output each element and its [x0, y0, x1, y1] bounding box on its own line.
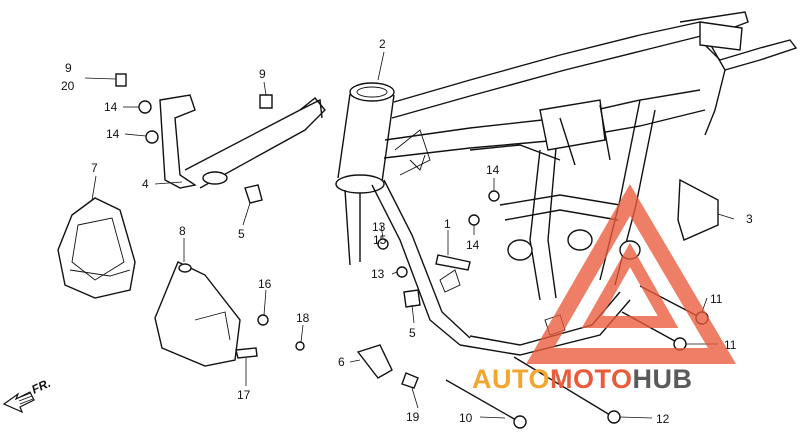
watermark-text-hub: HUB	[633, 364, 693, 394]
part-label-13: 13	[372, 220, 386, 234]
part-label-20: 20	[61, 79, 75, 93]
part-label-3: 3	[746, 212, 753, 226]
automotohub-watermark: AUTOMOTOHUB	[472, 184, 737, 394]
part-label-6: 6	[338, 355, 345, 369]
side-cover-part-7	[57, 197, 136, 299]
part-label-1: 1	[444, 217, 451, 231]
front-direction-indicator: FR.	[2, 376, 53, 414]
leader-lines	[84, 51, 735, 419]
part-label-14: 14	[104, 100, 118, 114]
part-label-12: 12	[656, 412, 670, 426]
part-label-14: 14	[106, 127, 120, 141]
part-label-16: 16	[258, 277, 272, 291]
part-label-4: 4	[142, 177, 149, 191]
part-label-14: 14	[486, 163, 500, 177]
main-frame	[335, 11, 798, 356]
part-number-labels: 2 9 20 14 14 9 7 4 5 8 16 18 17 6 19 13 …	[61, 37, 753, 426]
part-label-11: 11	[710, 292, 723, 306]
watermark-text: AUTOMOTOHUB	[472, 364, 693, 394]
part-label-10: 10	[459, 411, 473, 425]
part-label-7: 7	[91, 161, 98, 175]
watermark-text-auto: AUTO	[472, 364, 550, 394]
watermark-triangle-logo	[526, 184, 737, 364]
front-direction-label: FR.	[29, 376, 52, 397]
part-label-9: 9	[65, 61, 72, 75]
front-arrow-icon	[2, 391, 35, 414]
small-hardware	[115, 73, 719, 429]
part-label-11: 11	[724, 338, 737, 352]
part-label-2: 2	[379, 37, 386, 51]
part-label-5: 5	[409, 326, 416, 340]
part-label-15: 15	[373, 233, 387, 247]
part-label-9: 9	[259, 67, 266, 81]
plate-part-8	[154, 261, 241, 367]
part-label-19: 19	[406, 410, 420, 424]
part-label-18: 18	[296, 311, 310, 325]
part-label-13: 13	[371, 267, 385, 281]
watermark-text-moto: MOTO	[550, 364, 633, 394]
part-label-14: 14	[466, 238, 480, 252]
part-label-17: 17	[237, 388, 251, 402]
part-label-8: 8	[179, 224, 186, 238]
footrest-bracket-part-4	[159, 94, 326, 189]
part-label-5: 5	[238, 227, 245, 241]
